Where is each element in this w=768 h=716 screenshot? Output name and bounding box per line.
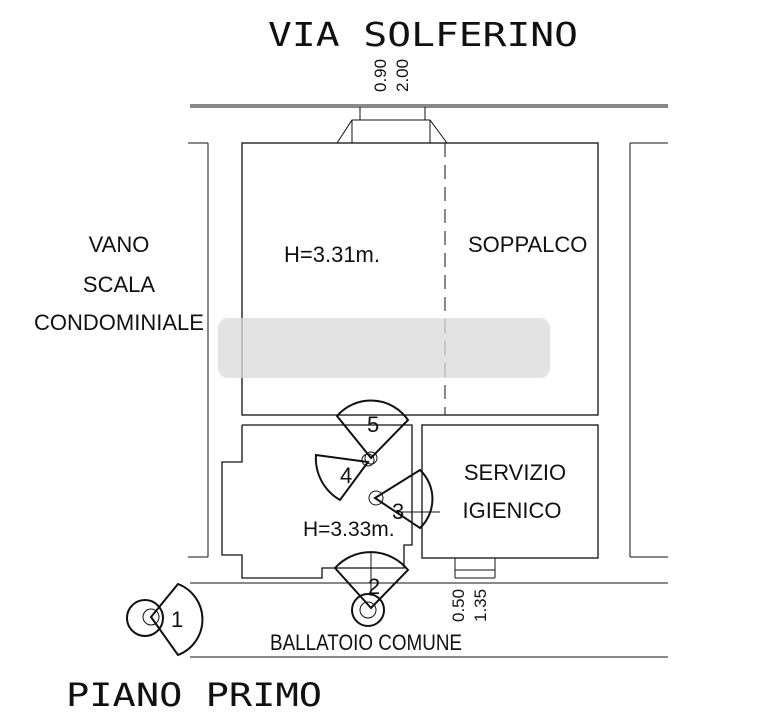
photo-point-2-label: 2 — [368, 574, 380, 599]
floor-label: PIANO PRIMO — [66, 676, 322, 714]
blurred-region — [218, 318, 550, 378]
lower-room-height: H=3.33m. — [303, 518, 395, 541]
stairwell-line-2: SCALA — [83, 272, 155, 297]
photo-point-5: 5 — [335, 399, 410, 465]
photo-point-3-label: 3 — [392, 499, 404, 524]
stairwell-line-1: VANO — [89, 232, 150, 257]
window-top-dim-2: 2.00 — [393, 59, 412, 92]
entry-room — [221, 424, 413, 579]
street-name: VIA SOLFERINO — [268, 15, 578, 54]
right-party-wall — [629, 142, 668, 558]
photo-point-4-label: 4 — [340, 463, 352, 488]
balcony-label: BALLATOIO COMUNE — [270, 630, 462, 655]
photo-point-5-label: 5 — [367, 412, 379, 437]
photo-point-3: 3 — [368, 468, 440, 530]
bathroom-room — [421, 424, 599, 559]
stairwell-line-3: CONDOMINIALE — [34, 310, 204, 335]
photo-point-2: 2 — [333, 551, 410, 627]
main-room-height: H=3.31m. — [284, 242, 380, 267]
photo-point-1: 1 — [126, 582, 204, 657]
photo-point-4: 4 — [314, 453, 375, 502]
window-top-dim-1: 0.90 — [371, 59, 390, 92]
left-party-wall — [188, 142, 209, 558]
top-window — [336, 107, 448, 144]
bathroom-label-2: IGIENICO — [462, 498, 561, 523]
window-bottom-dim-2: 1.35 — [471, 589, 490, 622]
window-bottom-dim-1: 0.50 — [449, 589, 468, 622]
mezzanine-label: SOPPALCO — [468, 232, 587, 257]
photo-point-1-label: 1 — [171, 607, 183, 632]
bathroom-window — [454, 558, 496, 579]
bathroom-label-1: SERVIZIO — [464, 460, 566, 485]
